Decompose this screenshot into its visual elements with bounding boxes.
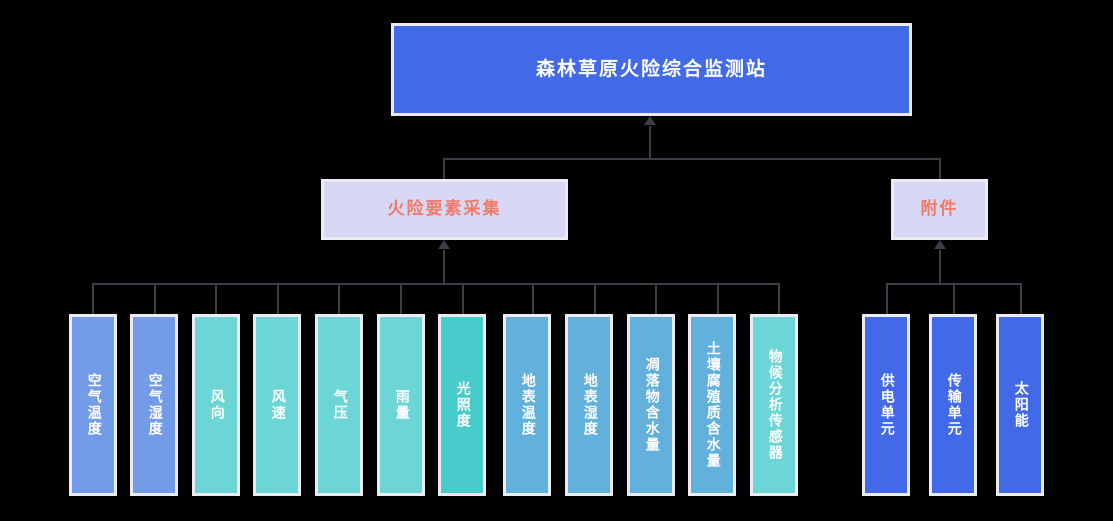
connector-leaf-drop	[953, 283, 955, 315]
leaf-phenology-sensor[interactable]: 物候分析传感器	[750, 314, 798, 496]
leaf-label: 凋落物含水量	[643, 357, 660, 453]
connector-leaf-drop	[338, 283, 340, 315]
leaf-label: 物候分析传感器	[766, 349, 783, 461]
connector-leaf-drop	[1020, 283, 1022, 315]
leaf-rainfall[interactable]: 雨量	[377, 314, 425, 496]
connector-leaf-drop	[778, 283, 780, 315]
connector-leaf-drop	[400, 283, 402, 315]
arrowhead-to-root	[644, 116, 656, 125]
connector-accessory-stem	[939, 250, 941, 284]
leaf-label: 空气湿度	[146, 373, 163, 437]
leaf-label: 光照度	[454, 381, 471, 429]
connector-leaf-drop	[215, 283, 217, 315]
node-branch-collection[interactable]: 火险要素采集	[321, 179, 568, 240]
connector-leaf-drop	[277, 283, 279, 315]
leaf-solar-power[interactable]: 太阳能	[996, 314, 1044, 496]
node-branch-accessory[interactable]: 附件	[891, 179, 988, 240]
leaf-litter-moisture[interactable]: 凋落物含水量	[627, 314, 675, 496]
leaf-label: 雨量	[393, 389, 410, 421]
leaf-label: 供电单元	[878, 373, 895, 437]
leaf-label: 地表湿度	[581, 373, 598, 437]
connector-leaf-drop	[462, 283, 464, 315]
leaf-label: 风速	[269, 389, 286, 421]
leaf-air-humidity[interactable]: 空气湿度	[130, 314, 178, 496]
arrowhead-to-collection	[438, 240, 450, 249]
leaf-wind-speed[interactable]: 风速	[253, 314, 301, 496]
leaf-label: 太阳能	[1012, 381, 1029, 429]
connector-leaf-drop	[886, 283, 888, 315]
leaf-power-supply-unit[interactable]: 供电单元	[862, 314, 910, 496]
node-branch-collection-label: 火险要素采集	[387, 198, 502, 219]
connector-leaf-drop	[92, 283, 94, 315]
leaf-air-pressure[interactable]: 气压	[315, 314, 363, 496]
leaf-label: 地表温度	[519, 373, 536, 437]
connector-collection-bus	[92, 283, 779, 285]
node-branch-accessory-label: 附件	[920, 198, 959, 219]
arrowhead-to-accessory	[934, 240, 946, 249]
connector-top-bus	[443, 158, 941, 160]
leaf-label: 传输单元	[945, 373, 962, 437]
connector-leaf-drop	[717, 283, 719, 315]
leaf-illuminance[interactable]: 光照度	[438, 314, 486, 496]
leaf-label: 气压	[331, 389, 348, 421]
leaf-label: 空气温度	[85, 373, 102, 437]
node-root-label: 森林草原火险综合监测站	[535, 57, 767, 80]
connector-leaf-drop	[594, 283, 596, 315]
connector-leaf-drop	[655, 283, 657, 315]
connector-branch1-drop	[443, 158, 445, 180]
connector-root-stem	[649, 126, 651, 159]
node-root[interactable]: 森林草原火险综合监测站	[391, 23, 912, 116]
leaf-soil-humus-moisture[interactable]: 土壤腐殖质含水量	[688, 314, 736, 496]
leaf-wind-direction[interactable]: 风向	[192, 314, 240, 496]
connector-leaf-drop	[154, 283, 156, 315]
connector-branch2-drop	[939, 158, 941, 180]
leaf-label: 风向	[208, 389, 225, 421]
connector-leaf-drop	[532, 283, 534, 315]
leaf-transmission-unit[interactable]: 传输单元	[929, 314, 977, 496]
connector-collection-stem	[443, 250, 445, 284]
leaf-surface-humidity[interactable]: 地表湿度	[565, 314, 613, 496]
leaf-label: 土壤腐殖质含水量	[704, 341, 721, 469]
leaf-surface-temperature[interactable]: 地表温度	[503, 314, 551, 496]
leaf-air-temperature[interactable]: 空气温度	[69, 314, 117, 496]
